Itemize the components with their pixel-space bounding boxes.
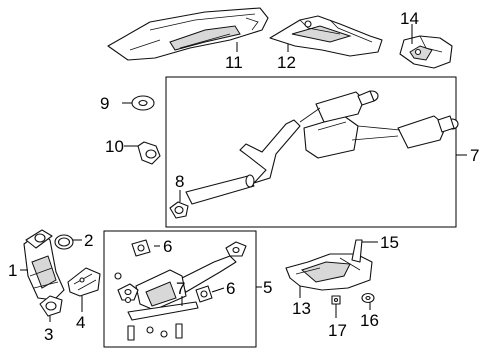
callout-15: 14 [400,9,419,28]
converter-assembly-5 [114,239,247,341]
callout-17: 16 [360,311,379,330]
washer-10 [131,95,155,111]
callout-2: 2 [84,231,93,250]
callout-7: 7 [176,279,185,298]
callout-5: 5 [263,278,272,297]
callout-10: 9 [100,94,109,113]
converter-1 [23,229,65,301]
heat-shield-12 [107,7,269,61]
callout-4: 4 [76,313,85,332]
callout-14: 13 [292,299,311,318]
nut-18 [331,295,341,305]
callout-11: 10 [105,137,124,156]
callout-1: 1 [8,261,17,280]
callout-13: 12 [277,53,296,72]
callout-8: 7 [470,146,479,165]
callout-16: 15 [380,233,399,252]
converter-assembly-box [103,230,257,348]
exhaust-system-8 [185,90,459,205]
callout-6-bottom: 6 [226,279,235,298]
heat-shield-15 [399,35,453,69]
bracket-16 [351,239,363,263]
gasket-9 [169,201,189,219]
bracket-4 [67,267,101,297]
washer-17 [361,292,375,304]
callout-3: 3 [44,325,53,344]
callout-9: 8 [175,172,184,191]
gasket-3 [39,295,63,317]
heat-shield-14 [285,253,373,291]
callout-18: 17 [328,321,347,340]
callout-labels: 11 12 14 9 10 8 7 1 2 3 4 6 6 7 5 13 15 … [8,9,479,344]
heat-shield-13 [269,15,383,57]
leader-lines [20,24,467,322]
gasket-2 [54,234,74,250]
callout-12: 11 [225,53,243,72]
callout-6-top: 6 [163,237,172,256]
hanger-11 [137,141,161,165]
exhaust-system-box [165,76,457,228]
